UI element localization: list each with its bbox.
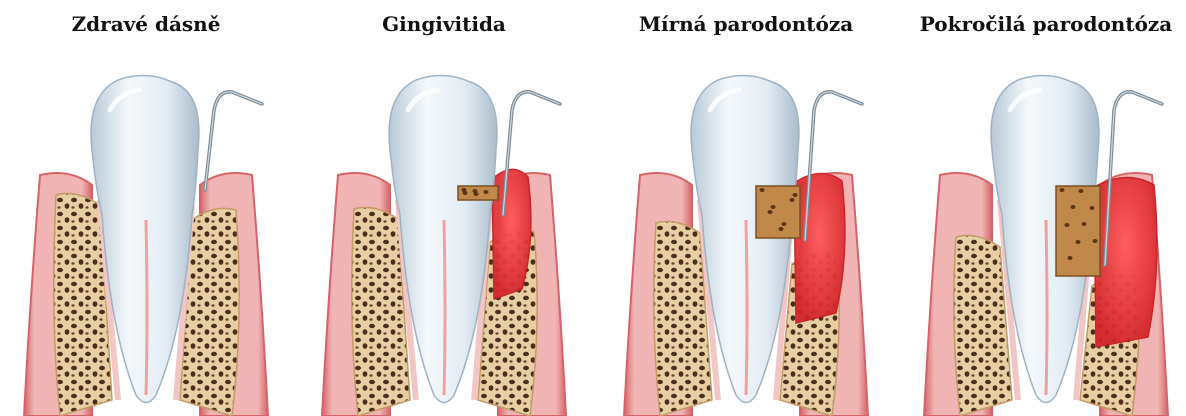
tartar-pore [463,191,468,195]
tartar-pore [793,193,798,197]
tartar-pore [1079,189,1084,193]
stage-title-gingivitis: Gingivitida [382,12,506,36]
stage-gingivitis [322,75,566,416]
tartar-pore [771,205,776,209]
tartar-pore [1093,239,1098,243]
tartar-pore [790,198,795,202]
inflamed-gum [794,173,845,323]
tartar-pore [768,210,773,214]
stage-healthy [24,75,268,416]
tartar-pore [1090,206,1095,210]
tartar-pore [1071,205,1076,209]
root-canal [146,220,147,395]
stage-title-advanced-periodontitis: Pokročilá parodontóza [920,12,1172,36]
tartar-pore [1060,188,1065,192]
stage-advanced [924,75,1168,416]
stage-mild [624,75,868,416]
tartar-pore [1076,240,1081,244]
tartar-pore [782,222,787,226]
root-canal [1046,220,1047,395]
root-canal [746,220,747,395]
root-canal [444,220,445,395]
tartar-deposit [1056,186,1100,276]
tartar-pore [474,192,479,196]
tartar-pore [1065,223,1070,227]
tartar-pore [1082,222,1087,226]
tartar-pore [484,190,489,194]
stage-title-mild-periodontitis: Mírná parodontóza [639,12,853,36]
tartar-pore [1068,256,1073,260]
tartar-pore [779,227,784,231]
stage-title-healthy: Zdravé dásně [72,12,221,36]
tartar-pore [760,188,765,192]
